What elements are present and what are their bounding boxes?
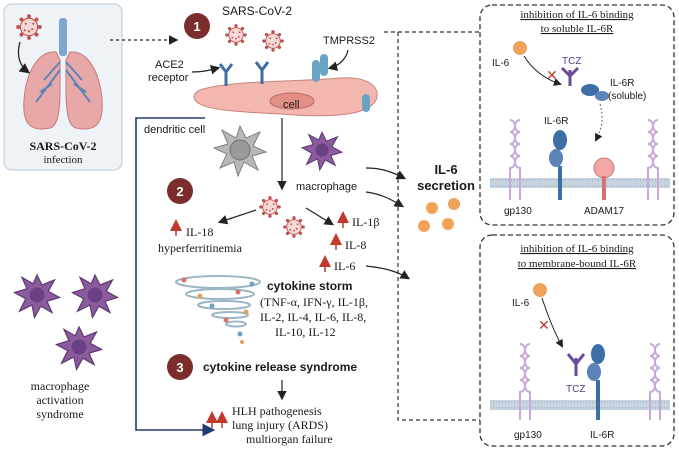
virus-icon [225, 24, 247, 46]
il6r-soluble-label-2: (soluble) [608, 91, 646, 102]
cytokine-storm-line-1: (TNF-α, IFN-γ, IL-1β, [260, 295, 368, 309]
ace2-label: ACE2 [155, 59, 184, 71]
mas-label-3: syndrome [36, 407, 83, 421]
svg-text:1: 1 [193, 19, 200, 34]
tmprss2-label: TMPRSS2 [323, 35, 375, 47]
cell-to-outcome-arrow [135, 117, 216, 437]
macrophage-icon [13, 274, 61, 319]
step-2-badge: 2 [167, 178, 193, 204]
tmprss2-icon [312, 54, 370, 112]
sars-cov-2-label: SARS-CoV-2 [222, 4, 292, 18]
panel-soluble-title-1: inhibition of IL-6 binding [520, 9, 634, 21]
mas-label-1: macrophage [31, 379, 90, 393]
il18-label: IL-18 [186, 225, 213, 239]
ards-label: lung injury (ARDS) [232, 418, 328, 432]
infection-title: SARS-CoV-2 [29, 139, 96, 153]
macrophage-label: macrophage [296, 181, 357, 193]
il8-label: IL-8 [345, 238, 366, 252]
multiorgan-label: multiorgan failure [246, 432, 333, 446]
panel-membrane-title-1: inhibition of IL-6 binding [520, 243, 634, 255]
il6-label: IL-6 [334, 259, 355, 273]
hyperferritinemia-label: hyperferritinemia [158, 241, 243, 255]
il6-molecule-icon [513, 41, 527, 55]
il6r-membrane-icon [549, 130, 567, 200]
gp130-label: gp130 [504, 206, 532, 217]
block-x-icon: ✕ [538, 317, 550, 333]
il6r-soluble-label: IL-6R [610, 78, 634, 89]
cytokine-storm-line-2: IL-2, IL-4, IL-6, IL-8, [260, 310, 366, 324]
mas-label-2: activation [36, 393, 83, 407]
crs-label: cytokine release syndrome [203, 360, 357, 374]
panel-connector [384, 31, 480, 421]
il6-secretion-label: IL-6 [434, 162, 457, 177]
adam17-label: ADAM17 [584, 206, 624, 217]
svg-text:3: 3 [176, 360, 183, 375]
tcz-label: TCZ [566, 384, 585, 395]
il6r-label: IL-6R [590, 430, 614, 441]
host-cell: cell [193, 54, 378, 117]
infection-subtitle: infection [43, 154, 83, 166]
panel-soluble-title-2: to soluble IL-6R [541, 23, 614, 35]
gp130-icon [519, 343, 661, 420]
lungs-icon [23, 18, 103, 130]
panel-soluble-il6r: inhibition of IL-6 binding to soluble IL… [479, 4, 675, 226]
gp130-icon [509, 119, 659, 200]
il6-label: IL-6 [492, 58, 510, 69]
block-x-icon: ✕ [546, 67, 558, 83]
tcz-antibody-icon [560, 66, 609, 101]
step-1-badge: 1 [184, 13, 210, 39]
dendritic-cell-label: dendritic cell [144, 124, 205, 136]
il6-secretion-label-2: secretion [417, 178, 475, 193]
panel-membrane-title-2: to membrane-bound IL-6R [518, 258, 637, 270]
macrophage-icon [71, 274, 119, 319]
il6r-membrane-icon [587, 344, 605, 420]
hlh-label: HLH pathogenesis [232, 404, 322, 418]
step-3-badge: 3 [167, 354, 193, 380]
svg-text:2: 2 [176, 184, 183, 199]
virus-icon [262, 30, 284, 52]
cell-label: cell [283, 99, 300, 111]
lung-infection-panel: SARS-CoV-2 infection [3, 3, 123, 171]
panel-membrane-il6r: inhibition of IL-6 binding to membrane-b… [479, 234, 675, 447]
virus-icon [16, 14, 42, 40]
macrophage-icon [55, 326, 103, 371]
il6-molecule-icon [533, 283, 547, 297]
adam17-icon [593, 157, 615, 200]
cytokine-storm-line-3: IL-10, IL-12 [275, 325, 336, 339]
tcz-label: TCZ [562, 56, 581, 67]
ace2-receptor-label: receptor [148, 72, 189, 84]
ace2-receptor-icon [218, 61, 270, 86]
tcz-antibody-icon [566, 353, 586, 376]
gp130-label: gp130 [514, 430, 542, 441]
virus-icon [259, 196, 281, 218]
il6-label: IL-6 [512, 298, 530, 309]
il6r-label: IL-6R [544, 116, 568, 127]
il6-molecules-icon [418, 198, 460, 232]
cytokine-storm-title: cytokine storm [267, 279, 352, 293]
virus-icon [283, 216, 305, 238]
il1b-label: IL-1β [352, 215, 379, 229]
macrophage-icon [301, 131, 343, 171]
dendritic-cell-icon [212, 124, 268, 178]
cytokine-storm-icon [175, 275, 261, 344]
